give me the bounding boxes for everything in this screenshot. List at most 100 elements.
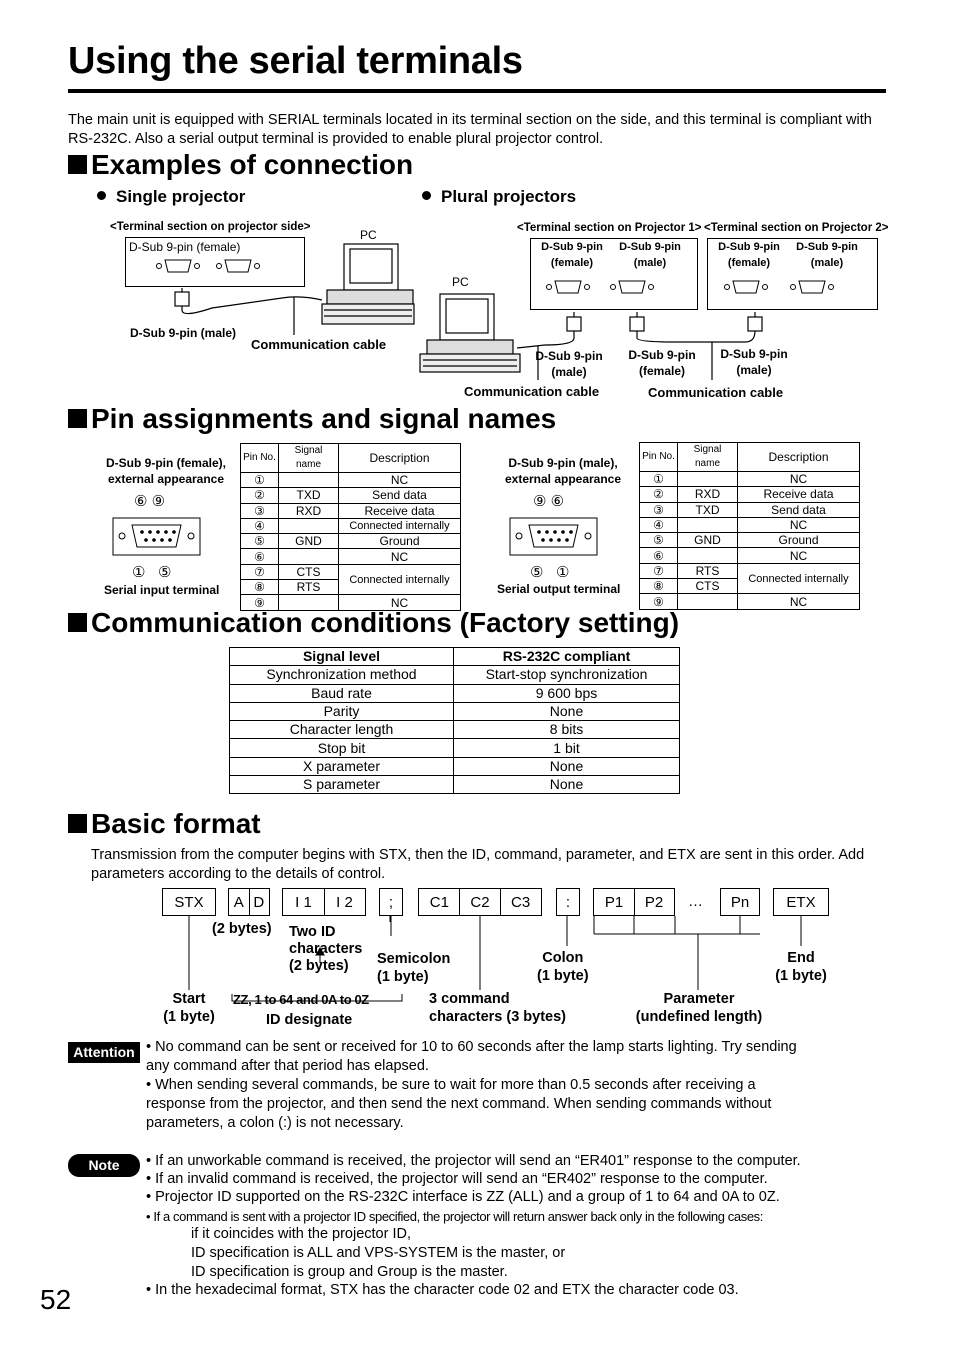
signal-name: RTS	[278, 579, 339, 596]
col-description: Description	[338, 443, 461, 473]
description: Connected internally	[338, 517, 461, 535]
condition-value: None	[453, 756, 680, 777]
pin-no: ①	[639, 470, 678, 488]
plural-pc-label: PC	[452, 275, 469, 289]
i1-text: I 1	[295, 893, 312, 911]
plural-dsub-male-1: D-Sub 9-pin (male)	[535, 349, 603, 379]
note-sub-2: ID specification is ALL and VPS-SYSTEM i…	[191, 1245, 566, 1261]
col-pin-no: Pin No.	[639, 442, 678, 472]
condition-value: None	[453, 775, 680, 795]
pin-no: ①	[240, 471, 279, 489]
description: NC	[737, 593, 860, 610]
c1-text: C1	[429, 893, 449, 911]
divider	[324, 888, 325, 916]
p2-female-label: D-Sub 9-pin (female)	[718, 241, 780, 269]
description: Send data	[338, 487, 461, 504]
colon-box: :	[556, 888, 580, 916]
table-row: ① NC	[240, 471, 461, 489]
attention-item-1: • No command can be sent or received for…	[146, 1039, 797, 1074]
pin-no: ②	[639, 486, 678, 503]
p1-terminal-box	[530, 238, 698, 310]
plural-cable-1: Communication cable	[464, 384, 600, 399]
col-pin-no: Pin No.	[240, 443, 279, 473]
conditions-heading: Communication conditions (Factory settin…	[68, 607, 679, 639]
divider	[500, 888, 501, 916]
left-pin-caption: D-Sub 9-pin (female), external appearanc…	[105, 456, 226, 486]
c3-text: C3	[511, 893, 531, 911]
id-designate-label: ID designate	[266, 1012, 353, 1028]
left-top-pin-numbers: ⑥ ⑨	[134, 493, 166, 510]
serial-output-terminal: Serial output terminal	[497, 582, 621, 596]
command-label: 3 command characters (3 bytes)	[429, 991, 567, 1025]
single-cable-label: Communication cable	[251, 337, 387, 352]
description: NC	[737, 516, 860, 534]
attention-item-2: • When sending several commands, be sure…	[146, 1077, 772, 1131]
signal-name: GND	[278, 533, 339, 550]
signal-name	[677, 470, 738, 488]
female-connector-graphic	[112, 517, 201, 556]
a-text: A	[233, 893, 244, 911]
i2-text: I 2	[336, 893, 353, 911]
right-top-pin-numbers: ⑨ ⑥	[533, 493, 565, 510]
connector-icons	[156, 259, 260, 273]
plural-setup-graphic	[419, 293, 763, 380]
parameter-label: Parameter (undefined length)	[635, 991, 763, 1025]
signal-name: RTS	[677, 562, 738, 580]
table-row: ① NC	[639, 470, 860, 488]
description: Ground	[338, 533, 461, 550]
colon-label: Colon (1 byte)	[537, 950, 589, 984]
p2-caption: <Terminal section on Projector 2>	[704, 222, 889, 234]
condition-name: Signal level	[229, 646, 454, 667]
signal-name: CTS	[278, 563, 339, 581]
single-pc-label: PC	[360, 228, 377, 242]
pin-no: ⑧	[240, 579, 279, 596]
pin-no: ④	[240, 517, 279, 535]
description: NC	[737, 470, 860, 488]
divider	[459, 888, 460, 916]
square-bullet-icon	[68, 409, 87, 428]
divider	[249, 888, 250, 916]
col-signal-name: Signal name	[278, 443, 339, 473]
condition-value: Start-stop synchronization	[453, 665, 680, 685]
single-setup-graphic	[174, 243, 415, 335]
signal-name	[278, 517, 339, 535]
bullet-icon	[422, 191, 431, 200]
signal-name	[278, 548, 339, 565]
plural-dsub-male-2: D-Sub 9-pin (male)	[720, 347, 788, 377]
condition-value: 8 bits	[453, 720, 680, 740]
signal-name	[677, 547, 738, 564]
condition-name: Baud rate	[229, 683, 454, 703]
pin-no: ⑦	[639, 562, 678, 580]
description: Connected internally	[737, 562, 860, 595]
condition-value: 1 bit	[453, 738, 680, 758]
format-connector-lines	[188, 916, 802, 1002]
p2-text: P2	[644, 893, 664, 911]
p1-caption: <Terminal section on Projector 1>	[517, 222, 702, 234]
pin-no: ②	[240, 487, 279, 504]
table-header-row: Pin No. Signal name Description	[639, 442, 860, 472]
colon-text: :	[565, 893, 571, 911]
pin-no: ⑥	[639, 547, 678, 564]
signal-name: RXD	[278, 502, 339, 519]
right-bottom-pin-numbers: ⑤ ①	[530, 564, 570, 581]
note-item-2: • If an invalid command is received, the…	[146, 1171, 768, 1187]
note-badge: Note	[68, 1154, 140, 1177]
pins-heading: Pin assignments and signal names	[68, 403, 556, 435]
description: NC	[338, 471, 461, 489]
